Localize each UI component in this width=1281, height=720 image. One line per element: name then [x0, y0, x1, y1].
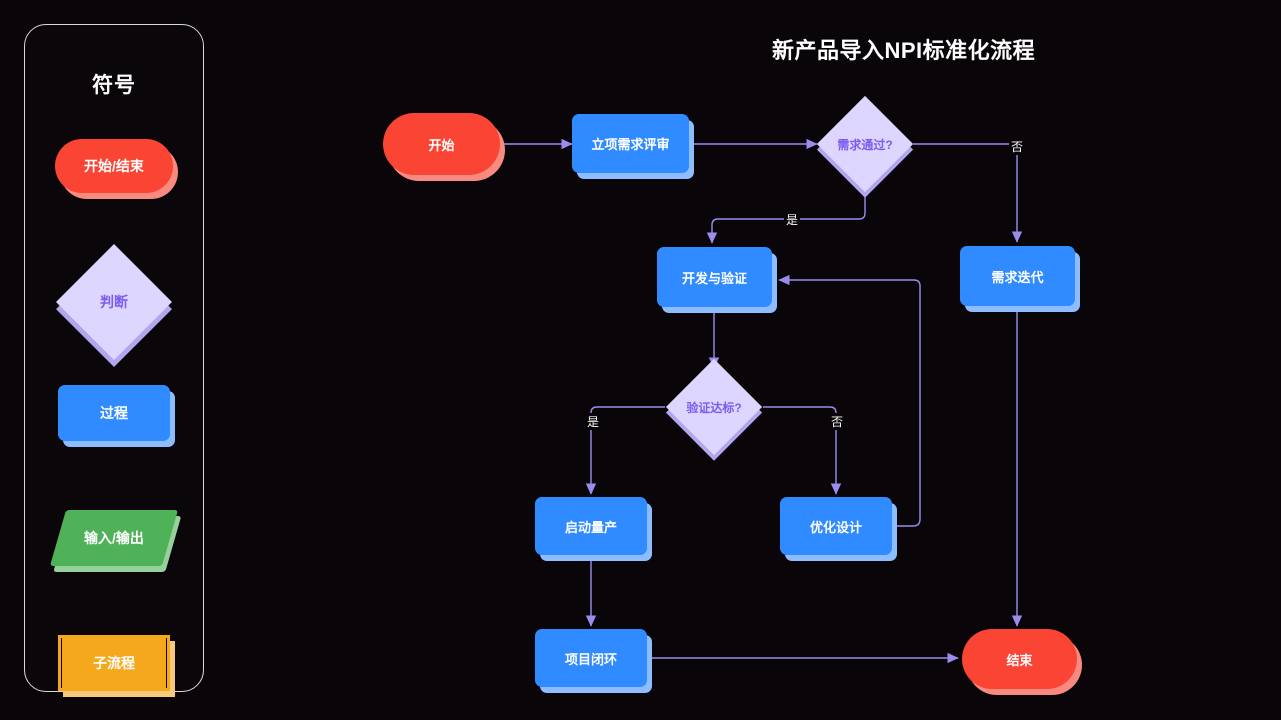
edge-decision2-yes-to-mass [585, 406, 665, 495]
subprocess-shape: 子流程 [58, 635, 170, 691]
node-project-closure-label: 项目闭环 [564, 651, 617, 667]
node-decision-validation-pass-label: 验证达标? [686, 400, 742, 415]
legend-label-process: 过程 [100, 405, 128, 421]
terminator-shape: 开始/结束 [55, 139, 173, 193]
legend-panel: 符号 开始/结束 判断 过程 输入/输出 子流程 [24, 24, 204, 692]
node-start[interactable]: 开始 [383, 113, 500, 175]
node-development-validation-label: 开发与验证 [681, 270, 747, 286]
node-end[interactable]: 结束 [962, 629, 1077, 689]
node-project-review-label: 立项需求评审 [591, 137, 670, 152]
flowchart-title: 新产品导入NPI标准化流程 [772, 38, 1036, 63]
legend-title: 符号 [92, 74, 136, 97]
edge-decision2-no-to-optim [763, 406, 842, 495]
edge-label-decision2-yes: 是 [585, 413, 602, 430]
edge-label-decision1-yes: 是 [784, 211, 801, 228]
process-shape: 过程 [58, 385, 170, 441]
node-optimize-design[interactable]: 优化设计 [780, 497, 892, 555]
node-development-validation[interactable]: 开发与验证 [657, 247, 772, 307]
node-start-label: 开始 [428, 137, 455, 153]
legend-item-terminator: 开始/结束 [25, 126, 203, 206]
edge-label-decision2-no: 否 [829, 413, 846, 430]
node-decision-requirement-pass[interactable]: 需求通过? [816, 95, 914, 193]
node-requirement-iteration[interactable]: 需求迭代 [960, 246, 1075, 306]
node-decision-requirement-pass-label: 需求通过? [837, 137, 893, 152]
node-end-label: 结束 [1006, 652, 1033, 668]
legend-item-process: 过程 [25, 373, 203, 453]
node-start-mass-production[interactable]: 启动量产 [535, 497, 647, 555]
node-decision-validation-pass[interactable]: 验证达标? [665, 358, 763, 456]
edge-optim-feedback-to-dev [778, 274, 921, 527]
node-optimize-design-label: 优化设计 [809, 519, 862, 535]
edge-decision1-no-to-iterate [913, 143, 1023, 243]
legend-label-subprocess: 子流程 [93, 655, 135, 671]
node-project-review[interactable]: 立项需求评审 [572, 114, 689, 173]
legend-item-subprocess: 子流程 [25, 623, 203, 703]
legend-label-terminator: 开始/结束 [84, 158, 144, 174]
node-requirement-iteration-label: 需求迭代 [991, 269, 1044, 285]
edge-label-decision1-no: 否 [1009, 138, 1026, 155]
node-project-closure[interactable]: 项目闭环 [535, 629, 647, 687]
node-start-mass-production-label: 启动量产 [564, 519, 617, 535]
